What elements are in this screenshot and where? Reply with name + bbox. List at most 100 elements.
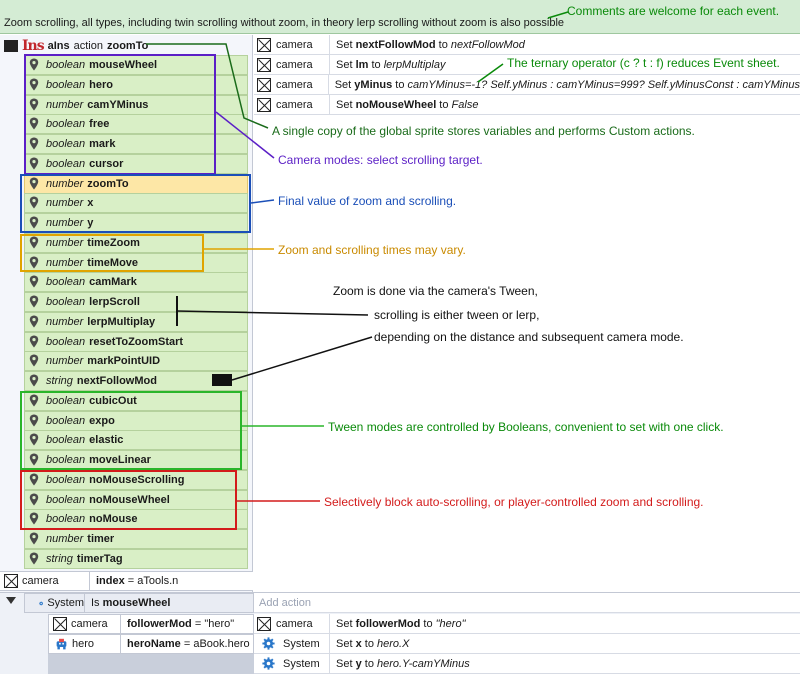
condition-zoomto[interactable]: Ins aIns action zoomTo [0,37,148,55]
gear-icon [39,600,44,606]
param-type: string [46,375,73,387]
index-object: camera [0,572,90,590]
param-type: number [46,256,84,269]
condition-pre: Is [91,597,103,609]
annotation-single-copy: A single copy of the global sprite store… [272,124,695,138]
pin-icon [29,512,43,526]
param-name: cubicOut [89,394,137,407]
event-comment[interactable]: Zoom scrolling, all types, including twi… [0,0,800,34]
param-type: number [46,98,84,111]
param-type: boolean [46,276,86,289]
local-object: camera [49,615,121,633]
action-value: lerpMultiplay [383,58,446,71]
param-name: timeZoom [87,236,140,249]
param-type: boolean [46,394,86,407]
action-mid: to [420,617,436,630]
param-name: lerpScroll [89,296,140,308]
action-pre: Set [334,78,355,91]
param-type: number [46,217,84,229]
add-action-link[interactable]: Add action [254,593,800,613]
local-object-label: camera [71,618,108,630]
action-desc: Set followerMod to "hero" [330,618,465,630]
action-mid: to [436,98,452,111]
action-desc: Set yMinus to camYMinus=-1? Self.yMinus … [329,79,800,91]
param-type: string [46,552,73,565]
annotation-comments-welcome: Comments are welcome for each event. [567,4,780,18]
camera-icon [257,57,271,72]
camera-icon [257,616,271,631]
pin-icon [29,98,43,112]
param-name: nextFollowMod [76,375,157,387]
pin-icon [29,275,43,289]
action-desc: Set y to hero.Y-camYMinus [330,658,470,670]
param-name: timerTag [76,552,123,565]
condition-is-mousewheel[interactable]: System Is mouseWheel [24,593,254,613]
pin-icon [29,453,43,467]
system-label: System [47,597,84,609]
param-name: free [89,118,110,131]
pin-icon [29,335,43,349]
action-mid: to [392,78,408,91]
action-value: hero.X [377,637,410,650]
action-object-label: camera [276,617,313,630]
param-name: timeMove [87,256,139,269]
pin-icon [29,394,43,408]
annotation-zoom-tween-1: Zoom is done via the camera's Tween, [333,284,538,298]
param-type: boolean [46,78,86,91]
action-target: followerMod [355,617,421,630]
pin-icon [29,374,43,388]
index-rest: = aTools.n [124,575,179,587]
pin-icon [29,295,43,309]
comment-text: Zoom scrolling, all types, including twi… [4,17,565,29]
action-desc: Set noMouseWheel to False [330,99,478,111]
pin-icon [29,236,43,250]
action-object: System [254,653,330,674]
param-name: y [87,217,94,229]
collapse-arrow-icon[interactable] [6,597,16,604]
action-row[interactable]: camera Set followerMod to "hero" [254,613,800,634]
local-name: followerMod [127,618,192,630]
pin-icon [29,354,43,368]
action-value: nextFollowMod [450,38,525,51]
param-name: x [87,197,94,210]
pin-icon [29,157,43,171]
local-index-row[interactable]: camera index = aTools.n [0,571,253,591]
camera-icon [53,617,67,631]
action-mid: to [361,637,377,650]
param-name: noMouseScrolling [89,473,185,486]
annotation-ternary: The ternary operator (c ? t : f) reduces… [507,56,780,70]
